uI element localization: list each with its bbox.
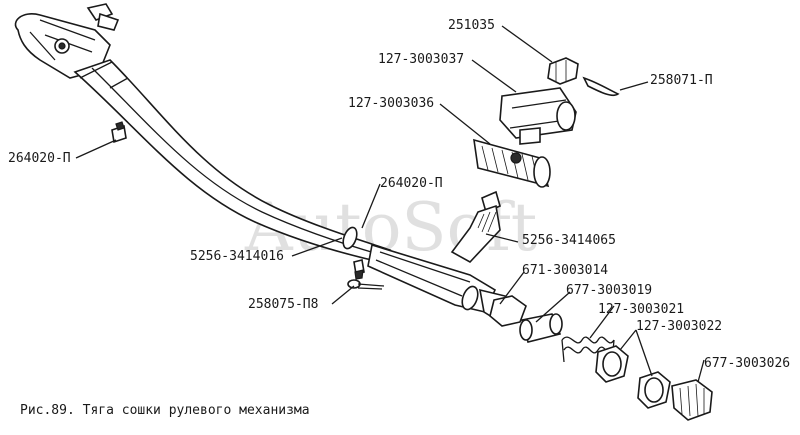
sleeve (473, 138, 551, 188)
label-127-3003022: 127-3003022 (636, 319, 722, 334)
label-258071-p: 258071-П (650, 73, 713, 88)
label-677-3003019: 677-3003019 (566, 283, 652, 298)
grease-nipple-bottom (353, 259, 365, 280)
figure-caption: Рис.89. Тяга сошки рулевого механизма (20, 403, 310, 418)
label-264020-p-mid: 264020-П (380, 176, 443, 191)
label-251035: 251035 (448, 18, 495, 33)
cotter-pin-top (582, 76, 620, 97)
grease-nipple-left (111, 121, 127, 144)
ball-cup-2 (637, 371, 671, 409)
ball-stud (450, 190, 501, 264)
label-258075-p8: 258075-П8 (248, 297, 318, 312)
drag-link-rod (14, 3, 513, 323)
ball-cup-1 (595, 345, 629, 383)
label-127-3003036: 127-3003036 (348, 96, 434, 111)
threaded-plug (671, 379, 713, 421)
label-127-3003021: 127-3003021 (598, 302, 684, 317)
label-677-3003026: 677-3003026 (704, 356, 790, 371)
rubber-boot (489, 295, 527, 327)
leader-lines (75, 25, 705, 383)
label-5256-3414016: 5256-3414016 (190, 249, 284, 264)
label-5256-3414065: 5256-3414065 (522, 233, 616, 248)
cotter-pin-bottom (347, 279, 385, 290)
castle-nut (547, 57, 579, 85)
clamp (499, 87, 577, 145)
label-671-3003014: 671-3003014 (522, 263, 608, 278)
label-264020-p-left: 264020-П (8, 151, 71, 166)
label-127-3003037: 127-3003037 (378, 52, 464, 67)
plug (519, 313, 563, 343)
